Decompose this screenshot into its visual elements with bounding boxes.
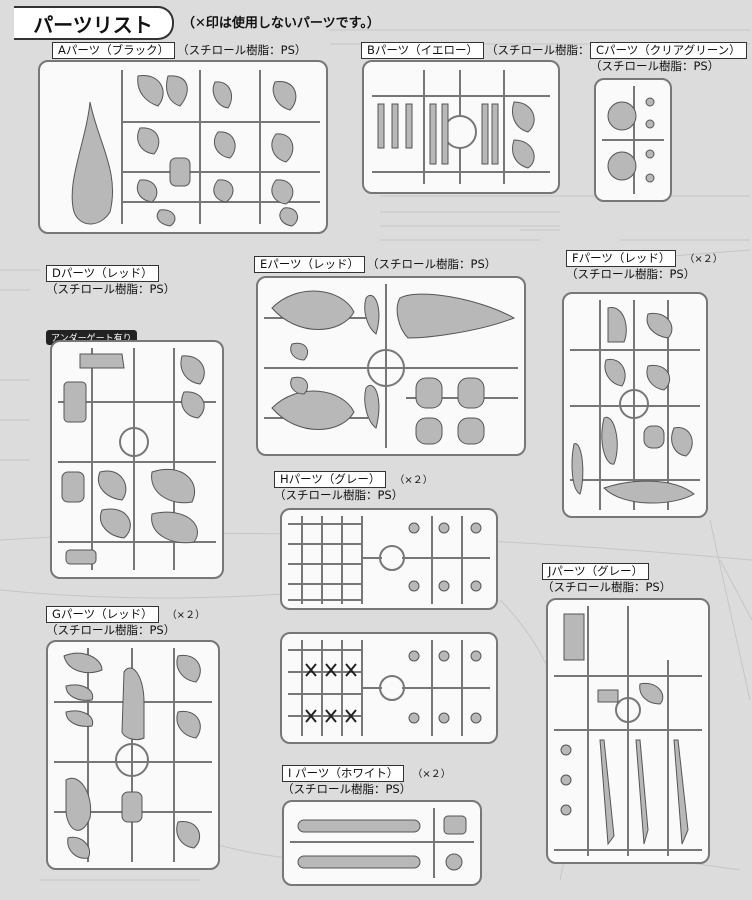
sprue-e-header: Eパーツ（レッド）（スチロール樹脂：PS） — [254, 256, 496, 273]
sprue-a-diagram — [38, 60, 328, 234]
sprue-e-material: （スチロール樹脂：PS） — [367, 257, 497, 271]
sprue-j-header: Jパーツ（グレー） （スチロール樹脂：PS） — [542, 563, 671, 595]
sprue-f-qty: （×２） — [684, 254, 723, 265]
sprue-c-material: （スチロール樹脂：PS） — [590, 59, 720, 73]
sprue-i-label: I パーツ（ホワイト） — [282, 765, 405, 782]
page-title: パーツリスト — [14, 6, 174, 40]
sprue-d-header: Dパーツ（レッド） （スチロール樹脂：PS） — [46, 265, 175, 297]
sprue-e-diagram — [256, 276, 526, 456]
sprue-f-label: Fパーツ（レッド） — [566, 250, 677, 267]
sprue-g-label: Gパーツ（レッド） — [46, 606, 159, 623]
sprue-h-material: （スチロール樹脂：PS） — [274, 488, 404, 502]
sprue-g-diagram — [46, 640, 220, 870]
sprue-g-qty: （×２） — [166, 610, 206, 621]
unused-parts-note: （✕印は使用しないパーツです。） — [182, 16, 380, 31]
sprue-b-material: （スチロール樹脂：PS） — [486, 43, 616, 57]
sprue-h-qty: （×２） — [394, 475, 433, 486]
sprue-i-qty: （×２） — [412, 769, 451, 780]
sprue-g-material: （スチロール樹脂：PS） — [46, 623, 176, 637]
sprue-i-material: （スチロール樹脂：PS） — [282, 782, 412, 796]
sprue-c-diagram — [594, 78, 672, 202]
sprue-c-header: Cパーツ（クリアグリーン） （スチロール樹脂：PS） — [590, 42, 749, 74]
sprue-e-label: Eパーツ（レッド） — [254, 256, 366, 273]
sprue-d-diagram — [50, 340, 224, 579]
sprue-b-header: Bパーツ（イエロー）（スチロール樹脂：PS） — [361, 42, 615, 59]
sprue-h-diagram-lower — [280, 632, 498, 744]
sprue-j-diagram — [546, 598, 710, 864]
sprue-b-label: Bパーツ（イエロー） — [361, 42, 485, 59]
sprue-f-header: Fパーツ（レッド） （×２） （スチロール樹脂：PS） — [566, 250, 723, 282]
sprue-c-label: Cパーツ（クリアグリーン） — [590, 42, 747, 59]
sprue-i-diagram — [282, 800, 482, 886]
sprue-h-header: Hパーツ（グレー） （×２） （スチロール樹脂：PS） — [274, 471, 433, 503]
sprue-i-header: I パーツ（ホワイト） （×２） （スチロール樹脂：PS） — [282, 765, 451, 797]
sprue-j-material: （スチロール樹脂：PS） — [542, 580, 672, 594]
sprue-d-material: （スチロール樹脂：PS） — [46, 282, 176, 296]
sprue-d-label: Dパーツ（レッド） — [46, 265, 159, 282]
sprue-g-header: Gパーツ（レッド） （×２） （スチロール樹脂：PS） — [46, 606, 205, 638]
sprue-f-diagram — [562, 292, 708, 518]
sprue-f-material: （スチロール樹脂：PS） — [566, 267, 696, 281]
sprue-h-label: Hパーツ（グレー） — [274, 471, 387, 488]
sprue-j-label: Jパーツ（グレー） — [542, 563, 650, 580]
sprue-b-diagram — [362, 60, 560, 194]
sprue-a-label: Aパーツ（ブラック） — [52, 42, 176, 59]
sprue-h-diagram-upper — [280, 508, 498, 610]
sprue-a-header: Aパーツ（ブラック）（スチロール樹脂：PS） — [52, 42, 306, 59]
sprue-a-material: （スチロール樹脂：PS） — [177, 43, 307, 57]
